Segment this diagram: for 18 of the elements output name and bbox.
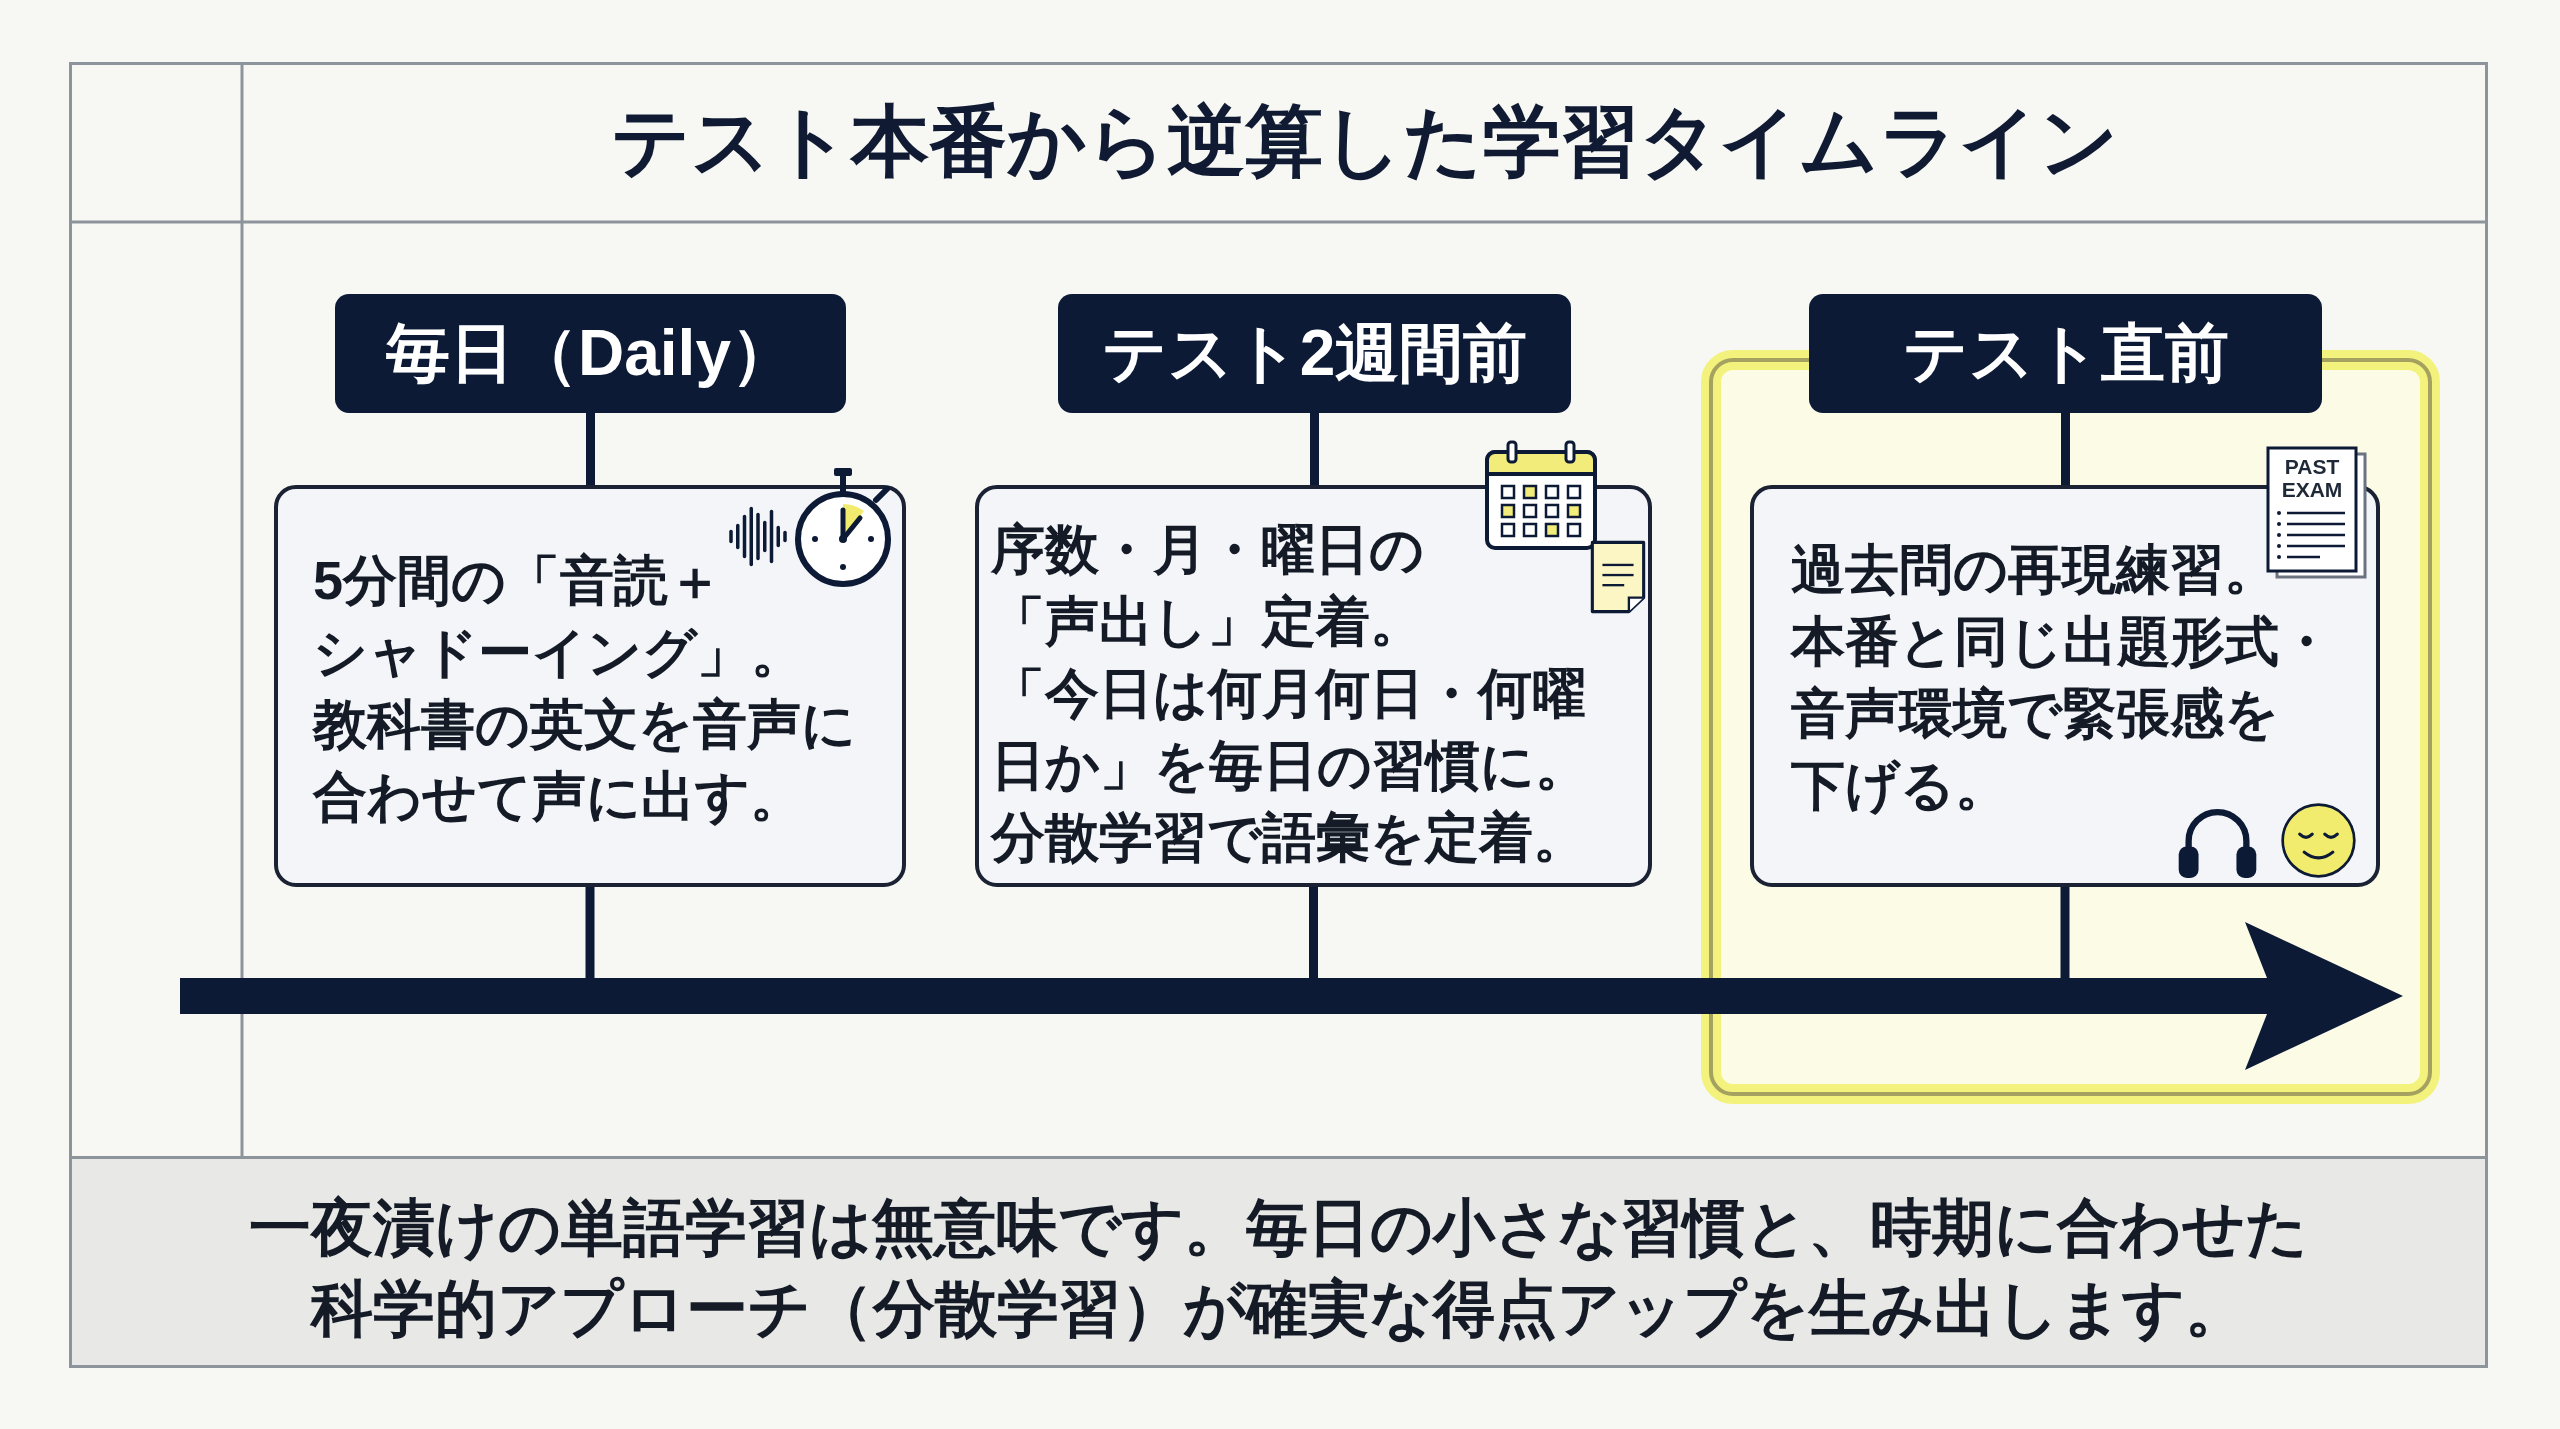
card-text: 5分間の「音読＋シャドーイング」。教科書の英文を音声に合わせて声に出す。 <box>313 549 857 828</box>
connector-line <box>2061 413 2070 485</box>
summary-banner: 一夜漬けの単語学習は無意味です。毎日の小さな習慣と、時期に合わせた科学的アプローチ（分散学習）が確実な得点アップを生み出します。 <box>72 1156 2485 1365</box>
diagram-title: テスト本番から逆算した学習タイムライン <box>611 95 2119 187</box>
connector-line <box>1310 413 1319 485</box>
info-card <box>1750 485 2380 887</box>
card-text: 過去問の再現練習。本番と同じ出題形式・音声環境で緊張感を下げる。 <box>1791 538 2334 817</box>
info-card <box>274 485 906 887</box>
connector-line <box>586 413 595 485</box>
connector-line <box>585 887 595 978</box>
phase-header: 毎日（Daily） <box>335 294 846 413</box>
connector-line <box>2060 887 2070 978</box>
card-text: 序数・月・曜日の「声出し」定着。「今日は何月何日・何曜日か」を毎日の習慣に。分散学習で語彙を定着。 <box>991 518 1590 869</box>
phase-header: テスト直前 <box>1809 294 2322 413</box>
phase-header: テスト2週間前 <box>1058 294 1571 413</box>
info-card <box>975 485 1652 887</box>
paper-label: PAST EXAM <box>2280 455 2344 501</box>
connector-line <box>1309 887 1318 978</box>
